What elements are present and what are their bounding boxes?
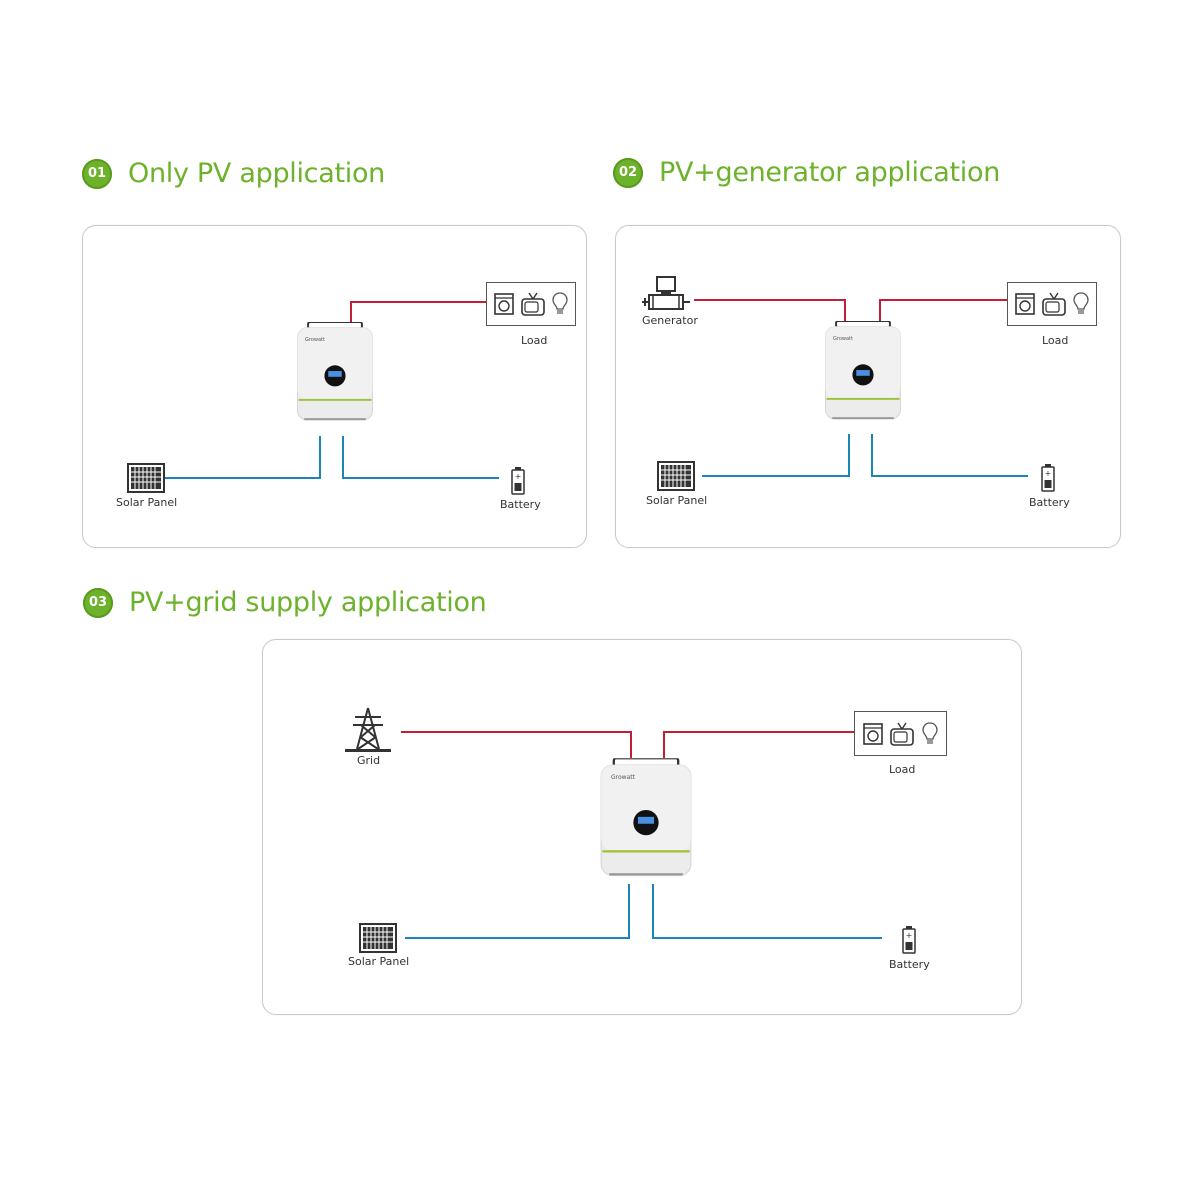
dc-wire-battery-vertical: [342, 436, 344, 479]
dc-wire-battery-horizontal: [871, 475, 1028, 477]
ac-wire-inverter-load-vertical: [350, 301, 352, 326]
dc-wire-solar-horizontal: [702, 475, 850, 477]
section-03-heading: 03 PV+grid supply application: [83, 587, 487, 618]
ac-wire-generator-vertical: [844, 299, 846, 323]
solar-panel-label: Solar Panel: [646, 494, 708, 507]
section-title: Only PV application: [128, 158, 385, 189]
generator-icon: [641, 276, 691, 314]
light-bulb-icon: [922, 722, 938, 746]
solar-panel-label: Solar Panel: [348, 955, 410, 968]
inverter-brand-label: Growatt: [305, 337, 325, 343]
solar-panel-icon: [359, 923, 397, 953]
ac-wire-inverter-load-vertical: [663, 731, 665, 758]
inverter-brand-label: Growatt: [611, 774, 635, 781]
load-label: Load: [1042, 334, 1069, 347]
light-bulb-icon: [1073, 292, 1089, 316]
section-number-badge: 01: [82, 158, 112, 189]
section-title: PV+generator application: [659, 157, 1001, 188]
solar-panel-icon: [127, 463, 165, 493]
dc-wire-solar-vertical: [628, 884, 630, 939]
diagram-panel-pv-grid: Grid Load Growatt Solar Panel Battery: [262, 639, 1022, 1015]
generator-label: Generator: [642, 314, 698, 327]
ac-wire-inverter-load-horizontal: [350, 301, 486, 303]
grid-label: Grid: [357, 754, 381, 767]
washing-machine-icon: [1015, 293, 1035, 315]
washing-machine-icon: [494, 293, 514, 315]
section-number-badge: 03: [83, 587, 113, 618]
dc-wire-solar-horizontal: [405, 937, 630, 939]
dc-wire-solar-vertical: [319, 436, 321, 479]
dc-wire-battery-vertical: [652, 884, 654, 939]
washing-machine-icon: [863, 723, 883, 745]
inverter-brand-label: Growatt: [833, 336, 853, 342]
load-label: Load: [521, 334, 548, 347]
ac-wire-inverter-load-horizontal: [663, 731, 854, 733]
section-title: PV+grid supply application: [129, 587, 487, 618]
battery-label: Battery: [500, 498, 541, 511]
television-icon: [890, 721, 914, 747]
battery-icon: [1041, 464, 1055, 492]
dc-wire-solar-horizontal: [157, 477, 321, 479]
light-bulb-icon: [552, 292, 568, 316]
diagram-panel-pv-generator: Generator Load Growatt Solar Panel Batte…: [615, 225, 1121, 548]
grid-pylon-icon: [343, 707, 393, 753]
battery-label: Battery: [889, 958, 930, 971]
ac-wire-inverter-load-horizontal: [879, 299, 1007, 301]
load-appliances-box: [854, 711, 947, 756]
solar-panel-icon: [657, 461, 695, 491]
dc-wire-solar-vertical: [848, 434, 850, 477]
section-01-heading: 01 Only PV application: [82, 158, 385, 189]
section-number-badge: 02: [613, 157, 643, 188]
television-icon: [521, 291, 545, 317]
section-02-heading: 02 PV+generator application: [613, 157, 1000, 188]
battery-icon: [511, 467, 525, 495]
solar-panel-label: Solar Panel: [116, 496, 178, 509]
battery-icon: [902, 926, 916, 954]
television-icon: [1042, 291, 1066, 317]
battery-label: Battery: [1029, 496, 1070, 509]
dc-wire-battery-horizontal: [652, 937, 882, 939]
ac-wire-inverter-load-vertical: [879, 299, 881, 323]
load-appliances-box: [1007, 282, 1097, 326]
load-appliances-box: [486, 282, 576, 326]
ac-wire-grid-vertical: [630, 731, 632, 758]
dc-wire-battery-vertical: [871, 434, 873, 477]
ac-wire-grid-horizontal: [401, 731, 632, 733]
ac-wire-generator-horizontal: [694, 299, 846, 301]
load-label: Load: [889, 763, 916, 776]
dc-wire-battery-horizontal: [342, 477, 499, 479]
diagram-panel-only-pv: Load Growatt Solar Panel Battery: [82, 225, 587, 548]
